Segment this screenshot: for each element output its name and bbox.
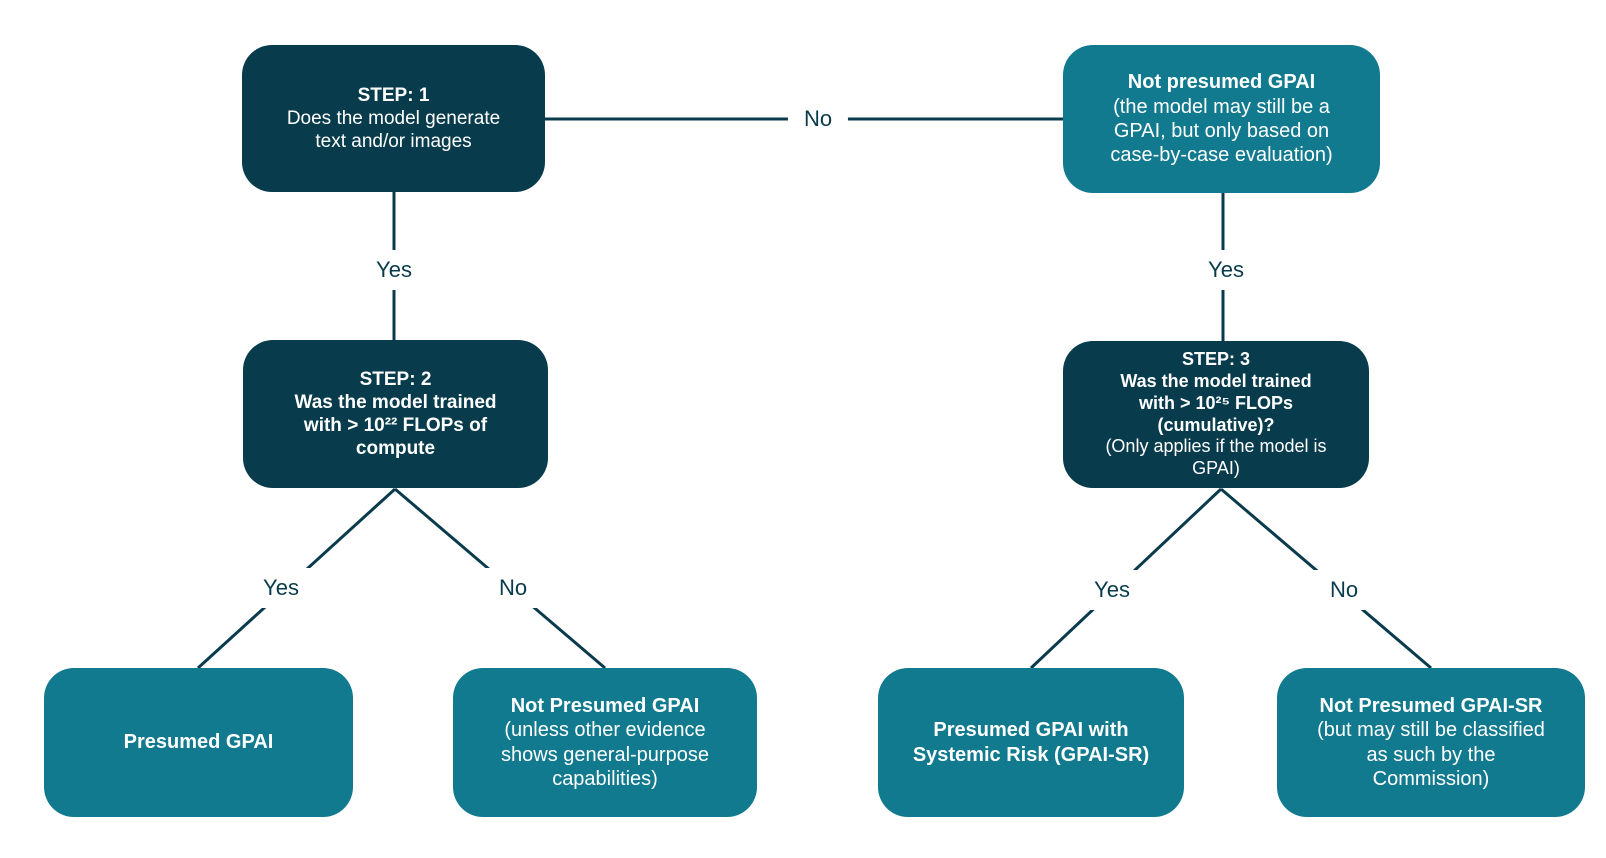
node-presumed-gpai-sr: Presumed GPAI with Systemic Risk (GPAI-S…: [878, 668, 1184, 817]
node-not-presumed-gpai: Not Presumed GPAI (unless other evidence…: [453, 668, 757, 817]
node-step3: STEP: 3 Was the model trained with > 10²…: [1063, 341, 1369, 488]
node-not-presumed-gpai-sr: Not Presumed GPAI-SR (but may still be c…: [1277, 668, 1585, 817]
step1-title: STEP: 1: [357, 84, 430, 106]
node-not-presumed-gpai-top: Not presumed GPAI (the model may still b…: [1063, 45, 1380, 193]
edge-label-step3-no: No: [1313, 570, 1375, 610]
step3-body: Was the model trained with > 10²⁵ FLOPs …: [1120, 370, 1312, 435]
not-presumed-gpai-body: (unless other evidence shows general-pur…: [501, 719, 709, 790]
node-presumed-gpai: Presumed GPAI: [44, 668, 353, 817]
step3-title: STEP: 3: [1181, 348, 1251, 369]
edge-label-step2-yes: Yes: [247, 568, 315, 608]
edge-label-step1-no: No: [787, 99, 849, 139]
presumed-gpai-sr-title: Presumed GPAI with Systemic Risk (GPAI-S…: [912, 719, 1150, 766]
step2-body: Was the model trained with > 10²² FLOPs …: [294, 391, 497, 460]
step3-note: (Only applies if the model is GPAI): [1105, 436, 1327, 479]
not-presumed-gpai-title: Not Presumed GPAI: [510, 694, 700, 717]
not-presumed-gpai-sr-title: Not Presumed GPAI-SR: [1319, 694, 1543, 717]
not-presumed-gpai-top-body: (the model may still be a GPAI, but only…: [1110, 95, 1333, 167]
not-presumed-gpai-sr-body: (but may still be classified as such by …: [1317, 719, 1545, 790]
node-step2: STEP: 2 Was the model trained with > 10²…: [243, 340, 548, 488]
edge-label-top-right-yes: Yes: [1192, 250, 1260, 290]
presumed-gpai-title: Presumed GPAI: [123, 731, 274, 754]
edge-label-step2-no: No: [482, 568, 544, 608]
not-presumed-gpai-top-title: Not presumed GPAI: [1127, 71, 1316, 94]
edge-label-step3-yes: Yes: [1078, 570, 1146, 610]
step2-title: STEP: 2: [359, 368, 432, 390]
node-step1: STEP: 1 Does the model generate text and…: [242, 45, 545, 192]
step1-body: Does the model generate text and/or imag…: [286, 107, 501, 153]
edge-label-step1-yes: Yes: [360, 250, 428, 290]
